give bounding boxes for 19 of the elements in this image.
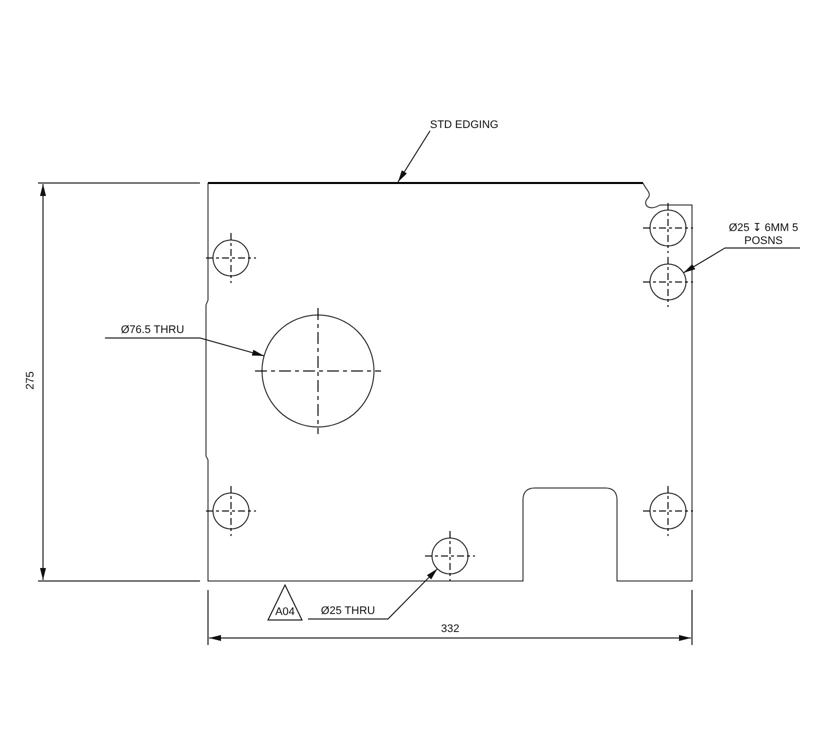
hole-drawing bbox=[255, 308, 381, 434]
hole-drawing bbox=[643, 486, 693, 536]
hole-drawing bbox=[206, 233, 256, 283]
callout-text: Ø25 ↧ 6MM 5 POSNS bbox=[727, 222, 800, 248]
callout-text: STD EDGING bbox=[430, 119, 510, 133]
leader-line bbox=[683, 248, 800, 274]
dimension-text: 275 bbox=[24, 371, 38, 390]
hole-drawing bbox=[643, 203, 693, 253]
hole-drawing bbox=[206, 486, 256, 536]
revision-label: A04 bbox=[274, 606, 296, 618]
leader-line bbox=[308, 568, 438, 620]
leader-line bbox=[104, 338, 265, 356]
hole-drawing bbox=[425, 531, 475, 581]
leader-line bbox=[398, 130, 430, 182]
thick-top-edge bbox=[208, 182, 643, 184]
callout-text: Ø76.5 THRU bbox=[105, 324, 200, 338]
dimension-text: 332 bbox=[441, 623, 460, 636]
callout-text: Ø25 THRU bbox=[308, 605, 388, 619]
hole-drawing bbox=[643, 257, 693, 307]
